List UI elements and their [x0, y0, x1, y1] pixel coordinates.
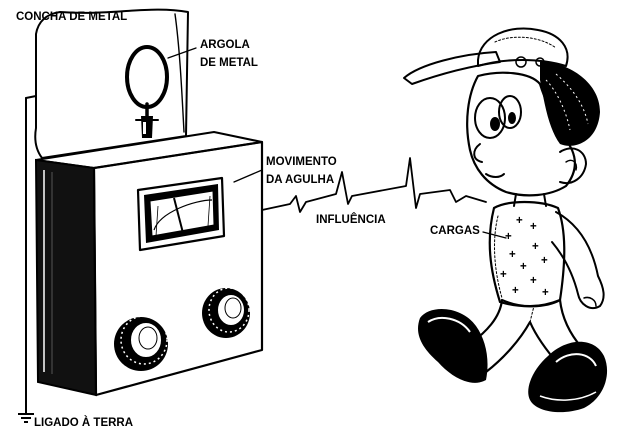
label-de-metal: DE METAL: [200, 57, 258, 69]
charge-plus: +: [530, 221, 537, 233]
leader-lines: [167, 47, 507, 239]
charge-plus: +: [512, 285, 519, 297]
label-da-agulha: DA AGULHA: [266, 174, 334, 186]
label-cargas: CARGAS: [430, 225, 480, 237]
right-shoe: [528, 341, 608, 413]
meter-needle: [173, 197, 184, 234]
label-concha-de-metal: CONCHA DE METAL: [16, 11, 127, 23]
metal-ring: [125, 45, 169, 138]
charge-plus: +: [505, 231, 512, 243]
instrument-box: [34, 131, 264, 397]
charge-plus: +: [520, 261, 527, 273]
label-ligado-a-terra: LIGADO À TERRA: [34, 416, 133, 429]
charge-plus: +: [530, 275, 537, 287]
charge-plus: +: [500, 269, 507, 281]
left-shoe: [418, 308, 488, 383]
label-movimento: MOVIMENTO: [266, 156, 337, 168]
labels: CONCHA DE METAL ARGOLA DE METAL MOVIMENT…: [16, 11, 480, 429]
charge-plus: +: [541, 255, 548, 267]
label-argola: ARGOLA: [200, 39, 250, 51]
metal-shell: [34, 8, 189, 159]
knob-right: [202, 287, 250, 338]
charge-plus: +: [532, 241, 539, 253]
boy-figure: [403, 27, 608, 413]
charge-plus: +: [516, 215, 523, 227]
charge-plus: +: [542, 287, 549, 299]
ground-wire: [18, 95, 37, 423]
label-influencia: INFLUÊNCIA: [316, 213, 386, 226]
knob-left: [114, 315, 168, 371]
charge-symbols: + + + + + + + + + + +: [500, 215, 549, 299]
charge-plus: +: [509, 249, 516, 261]
meter-window: [136, 176, 226, 252]
influence-wave: [261, 157, 487, 213]
